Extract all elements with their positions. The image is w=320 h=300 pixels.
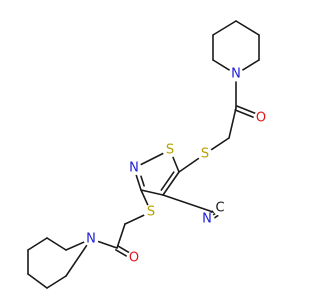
bond-s-lower-ch2 bbox=[124, 214, 146, 225]
bond-pip-lower-1 bbox=[65, 241, 86, 251]
bond-pip-upper-6 bbox=[241, 59, 260, 72]
atom-s-ring: S bbox=[162, 142, 178, 158]
bond-pip-lower-7 bbox=[65, 244, 88, 277]
svg-text:O: O bbox=[256, 111, 266, 126]
bond-ch2-carbonyl-upper bbox=[228, 107, 237, 139]
bond-carbonyl-upper-b bbox=[236, 105, 257, 115]
bond-carbonyl-upper-a bbox=[234, 109, 255, 119]
bond-c4-nitrile-c bbox=[162, 194, 217, 214]
bond-ring-n-c3-a bbox=[135, 173, 142, 191]
svg-text:N: N bbox=[231, 67, 241, 82]
svg-text:N: N bbox=[129, 161, 139, 176]
atom-c-nitrile: C bbox=[212, 200, 228, 216]
svg-text:O: O bbox=[129, 251, 139, 266]
bond-ring-c3-c4 bbox=[140, 189, 164, 196]
molecule-structure: S N S O N S O N bbox=[27, 20, 269, 289]
atom-s-upper-thioether: S bbox=[197, 146, 213, 162]
atom-n-upper-piperidine: N bbox=[228, 66, 244, 82]
bond-pip-upper-1 bbox=[212, 59, 231, 72]
bond-pip-lower-3 bbox=[27, 237, 48, 251]
bond-ring-s-n bbox=[139, 152, 165, 166]
bond-ch2-carbonyl-lower bbox=[116, 223, 126, 249]
atom-n-nitrile: N bbox=[199, 211, 215, 227]
bond-carbonyl-n-lower bbox=[96, 240, 118, 249]
svg-text:S: S bbox=[147, 205, 155, 220]
svg-text:C: C bbox=[215, 201, 224, 216]
bond-ring-c4-c5-a bbox=[162, 171, 180, 196]
bond-ring-c4-c5-b bbox=[160, 171, 175, 191]
bond-c5-s-upper bbox=[178, 157, 200, 173]
svg-text:S: S bbox=[201, 147, 209, 162]
bond-ring-n-c3-b bbox=[140, 175, 145, 187]
bond-pip-lower-5 bbox=[27, 273, 48, 289]
bond-pip-upper-3 bbox=[212, 20, 237, 36]
svg-text:S: S bbox=[166, 143, 174, 158]
atom-layer: S N S O N S O N bbox=[83, 66, 269, 266]
atom-o-upper-carbonyl: O bbox=[253, 110, 269, 126]
bond-pip-lower-2 bbox=[46, 237, 67, 251]
bond-nitrile-triple-c bbox=[213, 214, 219, 219]
bond-ring-c5-s bbox=[171, 155, 180, 173]
svg-text:N: N bbox=[86, 232, 96, 247]
bond-layer bbox=[27, 20, 260, 289]
atom-s-lower-thioether: S bbox=[143, 204, 159, 220]
atom-n-lower-piperidine: N bbox=[83, 231, 99, 247]
bond-carbonyl-lower-a bbox=[115, 249, 128, 258]
bond-pip-lower-6 bbox=[46, 275, 67, 289]
svg-text:N: N bbox=[202, 212, 212, 227]
atom-n-ring: N bbox=[126, 160, 142, 176]
bond-c3-s-lower bbox=[140, 189, 149, 207]
bond-s-upper-ch2 bbox=[210, 137, 230, 151]
atom-o-lower-carbonyl: O bbox=[126, 250, 142, 266]
bond-pip-upper-4 bbox=[235, 20, 260, 36]
bond-carbonyl-lower-b bbox=[117, 245, 130, 254]
